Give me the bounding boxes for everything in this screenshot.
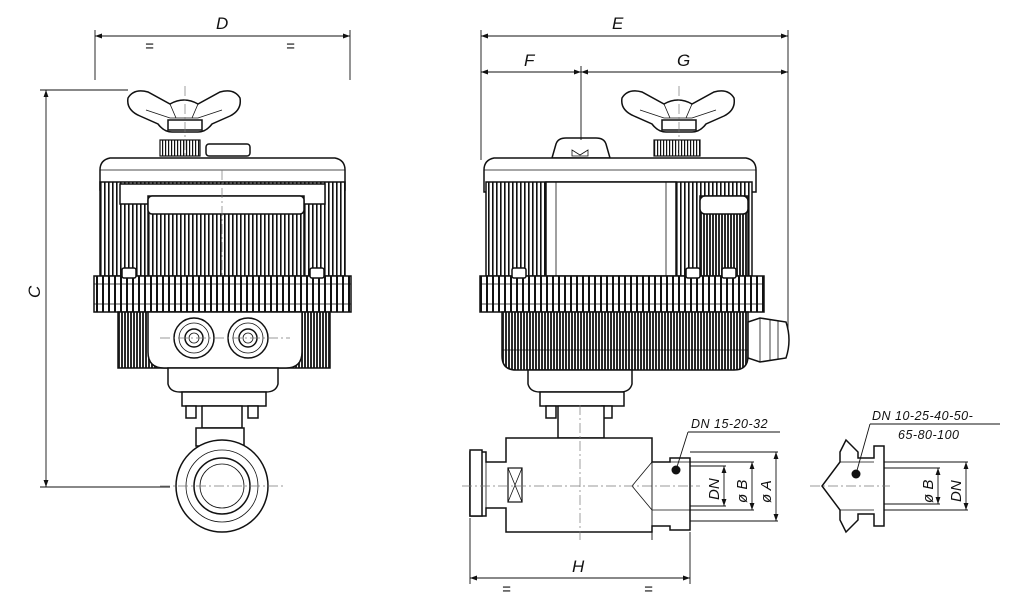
cable-gland-side xyxy=(747,317,790,363)
dim-equal-right: = xyxy=(286,38,295,55)
dim-label-dn-small: DN xyxy=(706,478,723,500)
dim-label-dn-large: DN xyxy=(948,480,965,502)
dimension-D: D = = xyxy=(94,14,351,80)
motor-body-right xyxy=(485,181,753,277)
dim-label-phi-b-large: ø B xyxy=(920,480,937,503)
valve-body-section xyxy=(462,405,700,540)
motor-body-left xyxy=(99,170,346,390)
dim-h-equal-right: = xyxy=(644,581,653,598)
dimension-stack-small: DN ø B ø A DN 15-20-32 xyxy=(675,417,780,522)
dim-label-F: F xyxy=(524,51,536,70)
port-detail-large: ø B DN DN 10-25-40-50- 65-80-100 xyxy=(810,409,1000,534)
dn-range-small: DN 15-20-32 xyxy=(691,417,768,431)
dn-range-large-line2: 65-80-100 xyxy=(898,428,960,442)
dimension-C: C xyxy=(25,89,170,488)
dimension-H: H = = xyxy=(469,518,691,598)
valve-end-view-left xyxy=(160,427,285,533)
dim-equal-left: = xyxy=(145,38,154,55)
handwheel-right xyxy=(621,86,736,170)
dimension-F-G: F G xyxy=(481,51,788,140)
dim-h-equal-left: = xyxy=(502,581,511,598)
dim-label-E: E xyxy=(612,14,624,33)
dn-range-large-line1: DN 10-25-40-50- xyxy=(872,409,973,423)
dim-label-H: H xyxy=(572,557,585,576)
side-view: D = = C xyxy=(25,14,352,533)
dim-label-phi-a: ø A xyxy=(758,480,775,503)
dim-label-phi-b-small: ø B xyxy=(734,480,751,503)
dim-label-G: G xyxy=(677,51,690,70)
dim-label-C: C xyxy=(25,285,44,298)
handwheel-left xyxy=(127,86,251,170)
front-view: DN ø B ø A DN 15-20-32 E F G H xyxy=(462,14,790,598)
dimension-E: E xyxy=(480,14,789,330)
dim-label-D: D xyxy=(216,14,228,33)
